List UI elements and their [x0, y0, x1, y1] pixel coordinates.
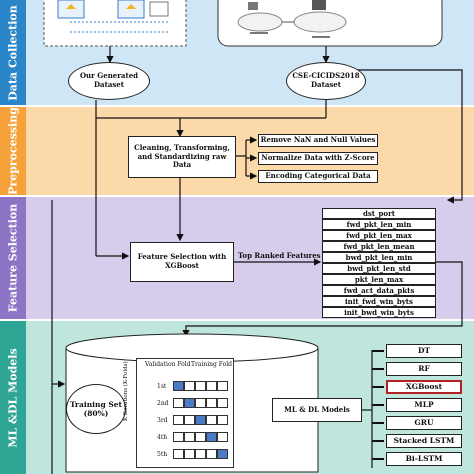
- iteration-label: 3rd: [157, 417, 168, 424]
- model-item: DT: [386, 344, 462, 358]
- model-item: MLP: [386, 398, 462, 412]
- training-fold-cell: [206, 415, 217, 425]
- cse-dataset-label: CSE-CICIDS2018 Dataset: [292, 71, 360, 89]
- iteration-label: 1st: [157, 383, 167, 390]
- training-fold-label: Training Fold: [191, 361, 232, 368]
- preprocess-main-label: Cleaning, Transforming, and Standardizin…: [134, 142, 230, 170]
- validation-fold-cell: [195, 415, 206, 425]
- cse-network-illustration: [217, 0, 443, 47]
- feature-item: init_fwd_win_byts: [322, 296, 436, 307]
- training-set-box: Training Set (80%): [66, 384, 126, 434]
- model-item: Stacked LSTM: [386, 434, 462, 448]
- preprocess-step-3: Encoding Categorical Data: [258, 170, 378, 183]
- feature-item: dst_port: [322, 208, 436, 219]
- stage-feature-selection: Feature Selection: [0, 197, 26, 319]
- feature-item: fwd_pkt_len_min: [322, 219, 436, 230]
- generated-dataset-label: Our Generated Dataset: [79, 71, 139, 89]
- stage-preprocessing: Preprocessing: [0, 107, 26, 195]
- model-arrow: [372, 404, 384, 406]
- stage-data-collection: Data Collection: [0, 0, 26, 105]
- training-fold-cell: [206, 449, 217, 459]
- feature-item: pkt_len_max: [322, 274, 436, 285]
- models-main-box: ML & DL Models: [272, 398, 362, 422]
- models-main-label: ML & DL Models: [284, 404, 350, 414]
- training-fold-cell: [217, 381, 228, 391]
- model-arrow: [372, 368, 384, 370]
- training-fold-cell: [195, 449, 206, 459]
- model-arrow: [372, 440, 384, 442]
- generated-dataset-box: Our Generated Dataset: [68, 62, 150, 100]
- model-arrow: [372, 458, 384, 460]
- preprocess-step-2-label: Normalize Data with Z-Score: [261, 153, 375, 163]
- model-arrow: [372, 386, 384, 388]
- feature-item: bwd_pkt_len_min: [322, 252, 436, 263]
- preprocess-main-box: Cleaning, Transforming, and Standardizin…: [128, 136, 236, 178]
- cse-dataset-box: CSE-CICIDS2018 Dataset: [286, 62, 366, 100]
- training-fold-cell: [173, 432, 184, 442]
- training-fold-cell: [217, 398, 228, 408]
- training-fold-cell: [184, 449, 195, 459]
- feature-item: fwd_pkt_len_mean: [322, 241, 436, 252]
- stage-models: ML &DL Models: [0, 321, 26, 474]
- preprocess-step-1: Remove NaN and Null Values: [258, 134, 378, 147]
- training-fold-cell: [184, 381, 195, 391]
- training-fold-cell: [184, 415, 195, 425]
- model-item: Bi-LSTM: [386, 452, 462, 466]
- preprocess-step-1-label: Remove NaN and Null Values: [260, 135, 376, 145]
- training-fold-cell: [184, 432, 195, 442]
- model-item: XGBoost: [386, 380, 462, 394]
- feature-item: bwd_pkt_len_std: [322, 263, 436, 274]
- generated-network-illustration: [43, 0, 187, 47]
- training-fold-cell: [195, 398, 206, 408]
- validation-fold-cell: [173, 381, 184, 391]
- validation-fold-cell: [206, 432, 217, 442]
- validation-fold-label: Validation Fold: [145, 361, 191, 368]
- feature-item: fwd_pkt_len_max: [322, 230, 436, 241]
- feature-selection-box: Feature Selection with XGBoost: [130, 242, 234, 282]
- feature-item: init_bwd_win_byts: [322, 307, 436, 318]
- training-fold-cell: [173, 398, 184, 408]
- preprocess-step-3-label: Encoding Categorical Data: [265, 171, 371, 181]
- model-arrow: [372, 350, 384, 352]
- model-item: RF: [386, 362, 462, 376]
- validation-fold-cell: [217, 449, 228, 459]
- feature-selection-label: Feature Selection with XGBoost: [137, 252, 227, 270]
- preprocess-step-2: Normalize Data with Z-Score: [258, 152, 378, 165]
- feature-item: fwd_act_data_pkts: [322, 285, 436, 296]
- iteration-label: 5th: [157, 451, 168, 458]
- iteration-label: 2nd: [157, 400, 169, 407]
- k-iterations-label: K Iterations (K-Folds): [123, 361, 129, 421]
- training-fold-cell: [195, 432, 206, 442]
- preprocessing-band: [0, 107, 474, 195]
- training-set-label: Training Set (80%): [70, 399, 122, 418]
- training-fold-cell: [217, 415, 228, 425]
- validation-fold-cell: [184, 398, 195, 408]
- training-fold-cell: [217, 432, 228, 442]
- model-arrow: [372, 422, 384, 424]
- top-ranked-label: Top Ranked Features: [238, 251, 321, 260]
- training-fold-cell: [206, 398, 217, 408]
- model-item: GRU: [386, 416, 462, 430]
- training-fold-cell: [173, 449, 184, 459]
- training-fold-cell: [206, 381, 217, 391]
- iteration-label: 4th: [157, 434, 168, 441]
- kfold-panel: Validation Fold Training Fold K Iteratio…: [123, 358, 234, 468]
- training-fold-cell: [173, 415, 184, 425]
- training-fold-cell: [195, 381, 206, 391]
